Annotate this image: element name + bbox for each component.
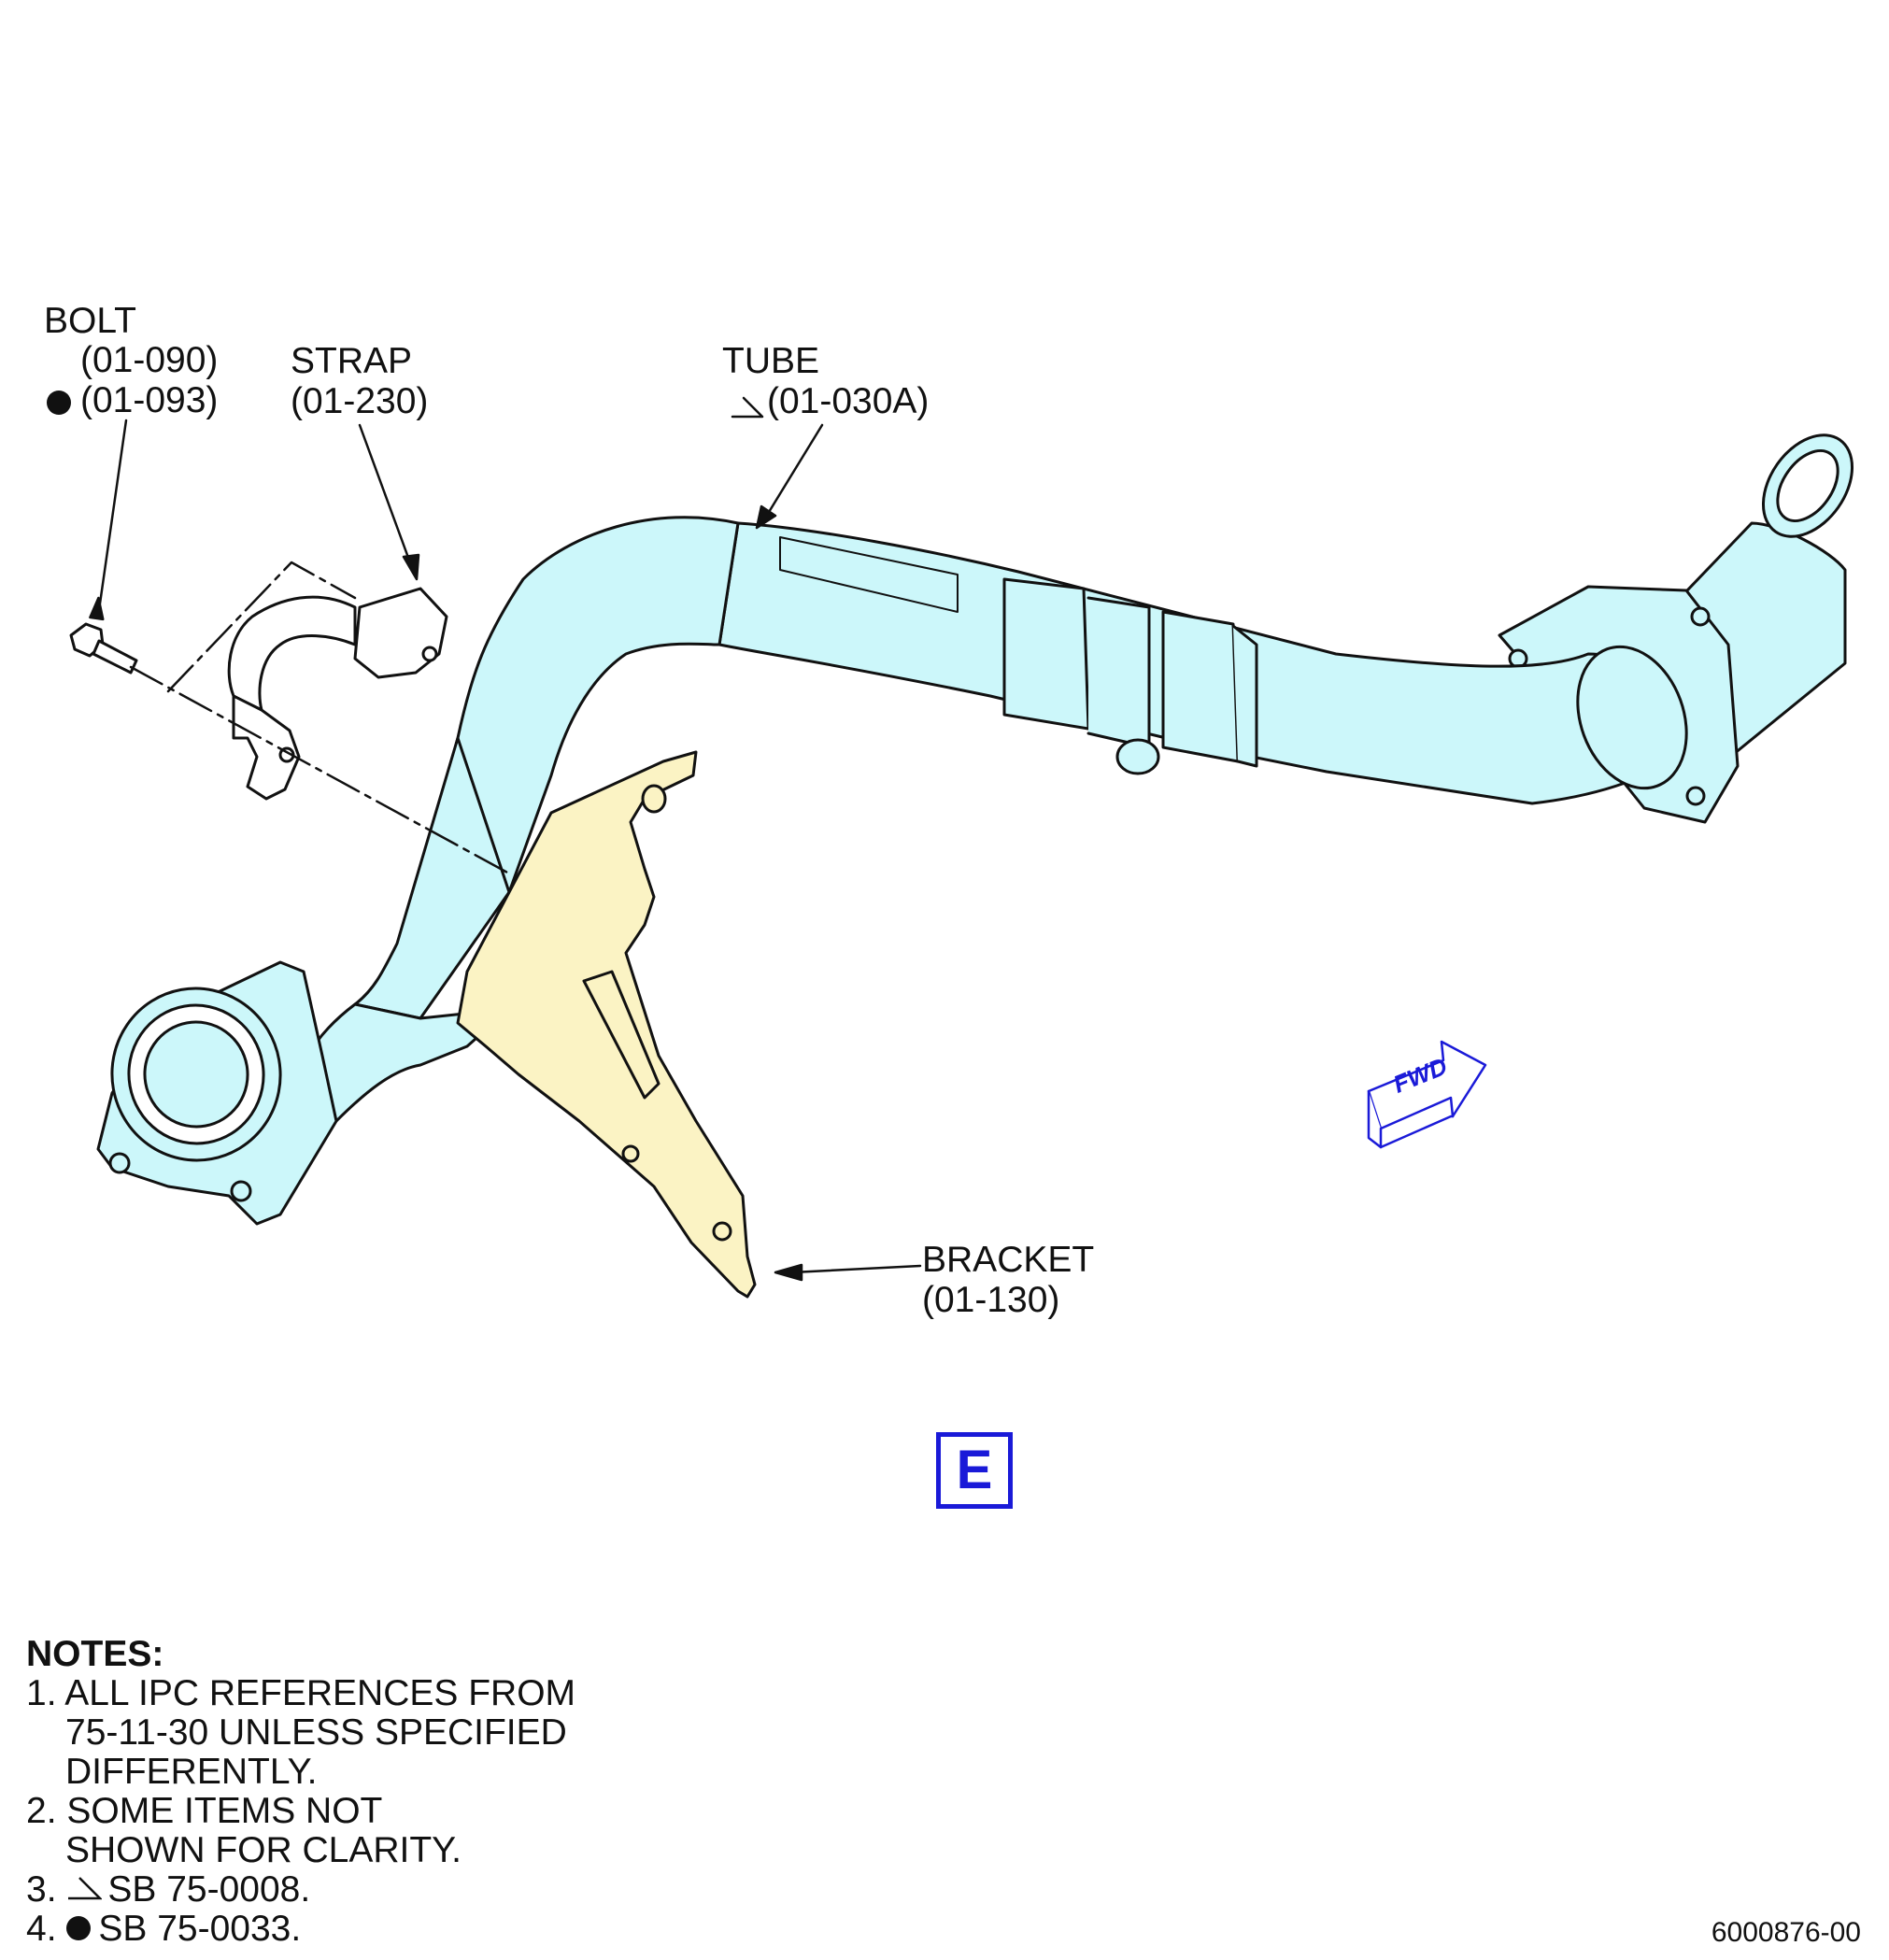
strap-callout-ref: (01-230): [291, 381, 429, 421]
note-1-line-1: 1. ALL IPC REFERENCES FROM: [26, 1673, 576, 1713]
bracket-slot: [582, 970, 660, 1100]
strap-foot: [232, 694, 301, 801]
note-3: 3. SB 75-0008.: [26, 1870, 575, 1910]
bolt-axis-centerline: [129, 665, 511, 875]
note-1-line-3: DIFFERENTLY.: [65, 1752, 318, 1792]
tube-upper-bend: [423, 516, 740, 894]
note-4-text: SB 75-0033.: [98, 1909, 302, 1949]
effectivity-symbol-tube: [731, 396, 764, 419]
bracket-callout-ref: (01-130): [922, 1280, 1060, 1320]
note-4-number: 4.: [26, 1909, 57, 1949]
strap-callout-name: STRAP: [291, 341, 413, 381]
fwd-arrow: [1367, 1040, 1487, 1149]
notes-heading: NOTES:: [26, 1634, 164, 1674]
tube-part: [96, 433, 1854, 1226]
tube-decal: [779, 536, 959, 613]
strap-pad: [353, 587, 448, 679]
bolt-callout-ref1: (01-090): [80, 340, 219, 380]
bracket-part: [456, 750, 757, 1299]
note-3-number: 3.: [26, 1869, 57, 1910]
effectivity-dot-bolt: [47, 391, 71, 415]
tube-lower-elbow: [306, 1002, 511, 1123]
notes-block: NOTES: 1. ALL IPC REFERENCES FROM 75-11-…: [26, 1635, 575, 1949]
view-label: E: [956, 1440, 993, 1500]
note-2-line-1: 2. SOME ITEMS NOT: [26, 1791, 383, 1831]
strap-envelope-line: [166, 561, 357, 693]
note-4: 4. SB 75-0033.: [26, 1910, 575, 1949]
tube-nut-1: [1002, 577, 1090, 731]
bracket-tab-nut: [641, 784, 667, 814]
effectivity-symbol-icon: [68, 1876, 103, 1899]
note-1-line-2: 75-11-30 UNLESS SPECIFIED: [65, 1712, 567, 1753]
tube-callout-name: TUBE: [722, 341, 820, 381]
bracket-callout-name: BRACKET: [922, 1240, 1095, 1280]
bolt-part: [69, 622, 138, 675]
tube-callout-ref: (01-030A): [767, 381, 930, 421]
leader-lines: [89, 419, 922, 1282]
bolt-callout-name: BOLT: [44, 301, 136, 341]
strap-band: [227, 595, 357, 712]
bolt-callout-ref2: (01-093): [80, 380, 219, 420]
strap-part: [227, 587, 448, 801]
figure-number: 6000876-00: [1711, 1917, 1861, 1948]
note-2-line-2: SHOWN FOR CLARITY.: [65, 1830, 462, 1870]
tube-nut-2: [1161, 610, 1240, 763]
bolt-shank: [92, 639, 138, 675]
view-label-box: E: [936, 1432, 1013, 1509]
filled-dot-icon: [66, 1915, 92, 1940]
note-3-text: SB 75-0008.: [107, 1869, 311, 1910]
